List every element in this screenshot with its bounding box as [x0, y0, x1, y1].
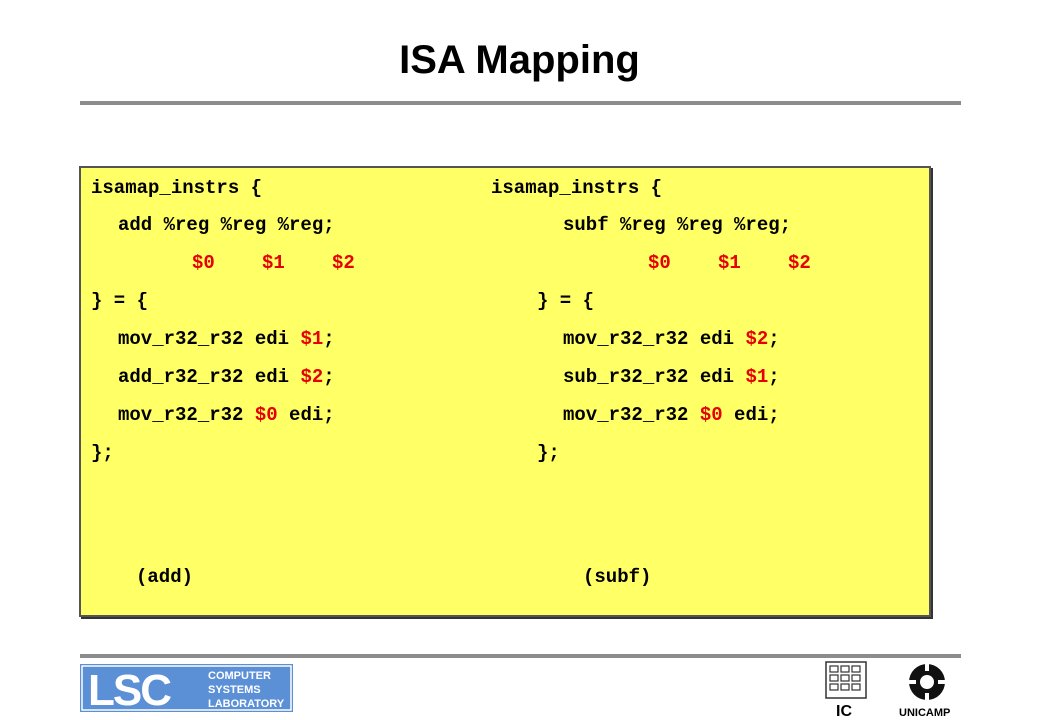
left-operand-0: $0 — [192, 252, 215, 274]
code-box: isamap_instrs { add %reg %reg %reg; $0 $… — [79, 166, 931, 617]
left-line-6: add_r32_r32 edi $2; — [118, 366, 335, 388]
right-line-6: sub_r32_r32 edi $1; — [563, 366, 780, 388]
left-line-2: add %reg %reg %reg; — [118, 214, 335, 236]
right-line-2: subf %reg %reg %reg; — [563, 214, 792, 236]
left-line-4: } = { — [91, 290, 149, 312]
right-operand-0: $0 — [648, 252, 671, 274]
svg-text:SYSTEMS: SYSTEMS — [208, 684, 261, 696]
left-operand-2: $2 — [332, 252, 355, 274]
bottom-divider — [80, 654, 961, 658]
right-line-7: mov_r32_r32 $0 edi; — [563, 404, 780, 426]
top-divider — [80, 101, 961, 105]
ic-logo: IC — [825, 661, 867, 718]
svg-text:LABORATORY: LABORATORY — [208, 698, 285, 710]
right-line-8: }; — [537, 442, 560, 464]
right-operand-1: $1 — [718, 252, 741, 274]
lsc-logo: LSC COMPUTER SYSTEMS LABORATORY — [80, 664, 293, 712]
left-line-5: mov_r32_r32 edi $1; — [118, 328, 335, 350]
right-operand-2: $2 — [788, 252, 811, 274]
right-caption: (subf) — [583, 566, 652, 588]
left-line-1: isamap_instrs { — [91, 177, 263, 199]
unicamp-logo: UNICAMP — [899, 663, 950, 719]
svg-text:UNICAMP: UNICAMP — [899, 707, 950, 719]
left-line-8: }; — [91, 442, 114, 464]
left-line-7: mov_r32_r32 $0 edi; — [118, 404, 335, 426]
right-line-5: mov_r32_r32 edi $2; — [563, 328, 780, 350]
right-line-1: isamap_instrs { — [491, 177, 663, 199]
svg-text:IC: IC — [836, 703, 852, 718]
left-caption: (add) — [136, 566, 194, 588]
left-operand-1: $1 — [262, 252, 285, 274]
svg-text:COMPUTER: COMPUTER — [208, 670, 271, 682]
right-line-4: } = { — [537, 290, 595, 312]
slide-title: ISA Mapping — [399, 38, 640, 82]
svg-text:LSC: LSC — [88, 666, 171, 712]
